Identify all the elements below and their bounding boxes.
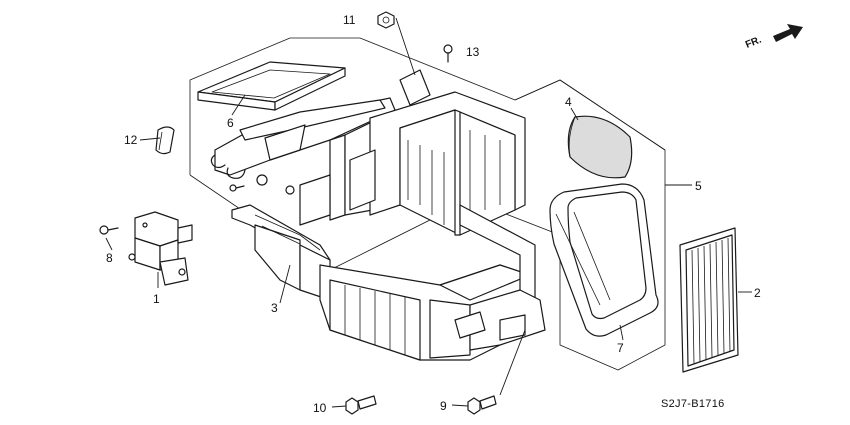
evaporator-frame-7	[549, 183, 659, 337]
callout-7: 7	[617, 341, 624, 355]
filter-panel-2	[679, 227, 739, 373]
screw-8	[99, 225, 119, 235]
front-direction-marker: FR.	[744, 24, 803, 51]
callout-labels: 1 2 3 4 5 6 7 8 9 10 11 12 13	[106, 13, 761, 415]
evaporator-group-outline	[514, 79, 666, 151]
mode-control-motor-1	[128, 211, 193, 286]
bolt-9	[467, 395, 497, 415]
callout-8: 8	[106, 251, 113, 265]
front-marker-label: FR.	[744, 34, 763, 50]
leader-lines	[105, 17, 752, 408]
callout-3: 3	[271, 301, 278, 315]
callout-6: 6	[227, 116, 234, 130]
callout-5: 5	[695, 179, 702, 193]
callout-13: 13	[466, 45, 480, 59]
upper-blower-case	[210, 69, 526, 236]
bolt-10	[345, 395, 377, 415]
lower-heater-case-3	[231, 204, 546, 361]
callout-10: 10	[313, 401, 327, 415]
filter-element-6	[197, 61, 346, 111]
screw-upper-small	[229, 184, 245, 192]
clip-12	[155, 126, 175, 155]
callout-9: 9	[440, 399, 447, 413]
screw-13	[443, 44, 453, 63]
callout-1: 1	[153, 292, 160, 306]
evaporator-seal-4	[567, 115, 633, 179]
front-arrow-icon	[773, 24, 803, 42]
callout-11: 11	[343, 13, 356, 27]
callout-4: 4	[565, 95, 572, 109]
diagram-code: S2J7-B1716	[661, 398, 725, 410]
nut-11	[377, 11, 395, 29]
callout-2: 2	[754, 286, 761, 300]
callout-12: 12	[124, 133, 138, 147]
